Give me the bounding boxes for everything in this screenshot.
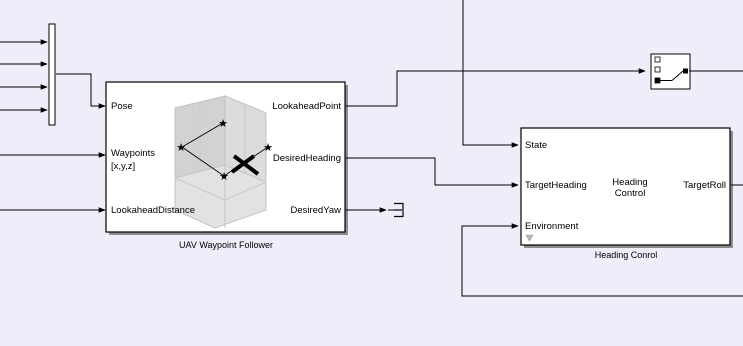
mux-input-wires [0, 39, 48, 113]
mux-block[interactable] [48, 23, 56, 126]
terminator-block[interactable] [388, 202, 404, 218]
heading-control-label: Heading Conrol [595, 250, 658, 260]
port-desired-heading: DesiredHeading [273, 153, 341, 164]
heading-control-block[interactable]: State TargetHeading Environment TargetRo… [520, 127, 733, 248]
heading-control-center-label-2: Control [615, 188, 646, 199]
wire-lookahead-point [346, 68, 646, 107]
port-target-roll: TargetRoll [683, 180, 726, 191]
uav-waypoint-icon: ★ ★ ★ ★ [174, 95, 273, 229]
svg-text:★: ★ [263, 142, 273, 154]
svg-text:★: ★ [176, 142, 186, 154]
uav-waypoint-follower-block[interactable]: ★ ★ ★ ★ Pose Waypoints [x,y,z] Lookahead… [105, 81, 348, 235]
port-target-heading: TargetHeading [525, 180, 587, 191]
port-pose: Pose [111, 101, 133, 112]
svg-text:★: ★ [218, 118, 228, 130]
port-lookahead-point: LookaheadPoint [272, 101, 341, 112]
svg-text:★: ★ [219, 171, 229, 183]
heading-control-center-label-1: Heading [612, 177, 647, 188]
wire-desired-heading [346, 157, 519, 188]
port-desired-yaw: DesiredYaw [290, 205, 341, 216]
port-environment: Environment [525, 221, 579, 232]
port-waypoints-dims: [x,y,z] [111, 161, 135, 172]
port-lookahead-distance: LookaheadDistance [111, 205, 195, 216]
port-state: State [525, 140, 547, 151]
manual-switch-block[interactable] [650, 53, 691, 90]
wire-state [462, 0, 519, 148]
port-waypoints: Waypoints [111, 148, 155, 159]
wire-environment [461, 223, 743, 297]
uav-waypoint-follower-label: UAV Waypoint Follower [179, 240, 273, 250]
wire-mux-to-pose [56, 73, 106, 109]
